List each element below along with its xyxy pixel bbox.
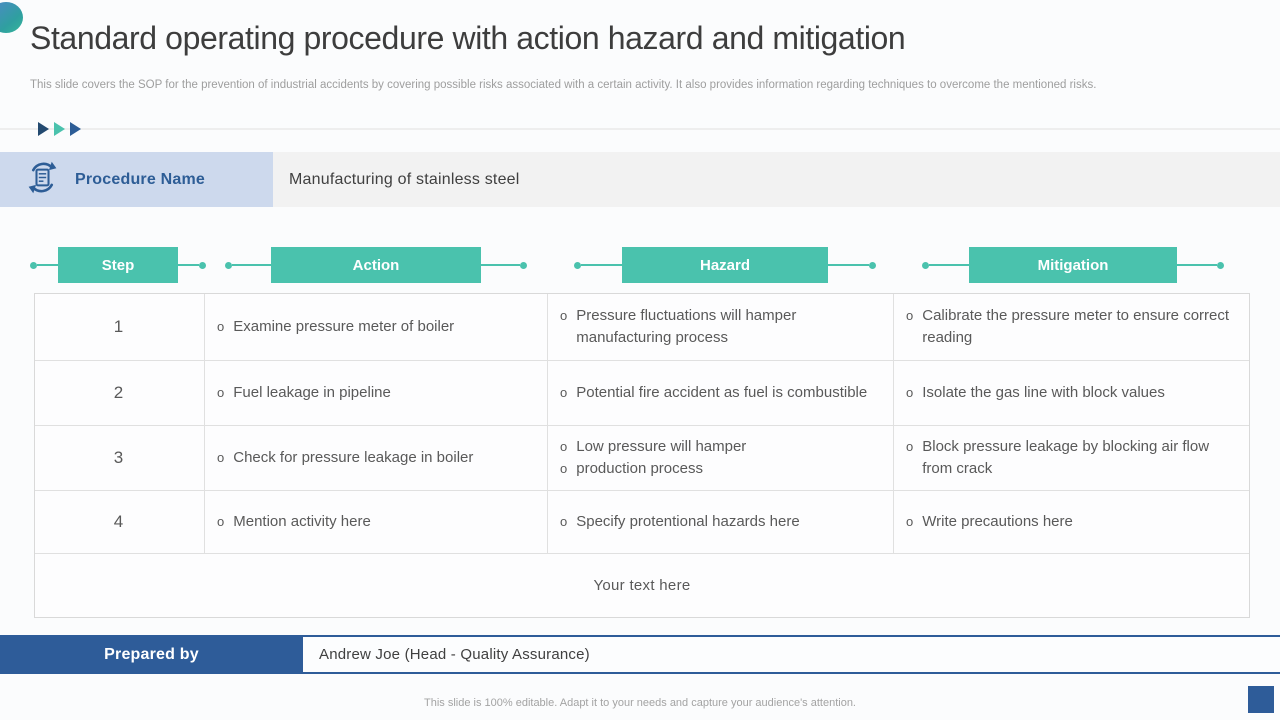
bullet-icon: o bbox=[560, 461, 568, 476]
step-cell: 4 bbox=[35, 491, 205, 553]
action-cell: o Check for pressure leakage in boiler bbox=[205, 426, 548, 490]
column-header-action: Action bbox=[225, 247, 527, 283]
prepared-by-bar: Prepared by Andrew Joe (Head - Quality A… bbox=[0, 635, 1280, 674]
title-accent-circle bbox=[0, 2, 23, 33]
table-row: 4 o Mention activity here o Specify proten… bbox=[35, 491, 1249, 554]
cell-text: Specify protentional hazards here bbox=[576, 512, 800, 530]
hazard-cell: o Low pressure will hamper o production pro… bbox=[548, 426, 894, 490]
step-cell: 1 bbox=[35, 294, 205, 360]
arrow-decoration bbox=[38, 122, 81, 136]
step-cell: 2 bbox=[35, 361, 205, 425]
document-cycle-icon bbox=[24, 159, 61, 201]
action-cell: o Examine pressure meter of boiler bbox=[205, 294, 548, 360]
column-header-mitigation: Mitigation bbox=[922, 247, 1224, 283]
arrow-right-icon bbox=[54, 122, 65, 136]
bullet-icon: o bbox=[906, 384, 914, 400]
bullet-icon: o bbox=[906, 438, 914, 454]
bullet-icon: o bbox=[560, 384, 568, 400]
bullet-icon: o bbox=[217, 449, 225, 465]
table-row: 2 o Fuel leakage in pipeline o Potential f… bbox=[35, 361, 1249, 426]
slide-footer-note: This slide is 100% editable. Adapt it to… bbox=[424, 697, 856, 709]
connector-dot bbox=[1217, 261, 1224, 269]
bullet-icon: o bbox=[560, 513, 568, 529]
bullet-icon: o bbox=[217, 513, 225, 529]
connector-line bbox=[232, 264, 271, 266]
column-header-step: Step bbox=[30, 247, 206, 283]
connector-line bbox=[1177, 264, 1217, 266]
procedure-name-label: Procedure Name bbox=[75, 170, 205, 188]
cell-text: Calibrate the pressure meter to ensure c… bbox=[922, 306, 1230, 347]
header-box-hazard: Hazard bbox=[622, 247, 828, 283]
connector-line bbox=[481, 264, 520, 266]
connector-dot bbox=[869, 261, 876, 269]
header-box-step: Step bbox=[58, 247, 178, 283]
action-cell: o Mention activity here bbox=[205, 491, 548, 553]
cell-text: production process bbox=[576, 460, 703, 477]
prepared-by-value: Andrew Joe (Head - Quality Assurance) bbox=[303, 635, 1280, 674]
header-box-action: Action bbox=[271, 247, 481, 283]
cell-text: Isolate the gas line with block values bbox=[922, 383, 1165, 401]
mitigation-cell: o Calibrate the pressure meter to ensure … bbox=[894, 294, 1249, 360]
connector-line bbox=[581, 264, 622, 266]
page-title: Standard operating procedure with action… bbox=[30, 20, 906, 56]
arrow-right-icon bbox=[70, 122, 81, 136]
prepared-by-label: Prepared by bbox=[0, 635, 303, 674]
bullet-icon: o bbox=[217, 318, 225, 334]
bullet-icon: o bbox=[560, 307, 568, 323]
step-cell: 3 bbox=[35, 426, 205, 490]
hazard-cell: o Potential fire accident as fuel is comb… bbox=[548, 361, 894, 425]
bullet-icon: o bbox=[560, 438, 568, 454]
cell-text: Low pressure will hamper bbox=[576, 437, 747, 455]
action-cell: o Fuel leakage in pipeline bbox=[205, 361, 548, 425]
connector-line bbox=[929, 264, 969, 266]
table-footer-cell: Your text here bbox=[593, 577, 691, 594]
hazard-cell: o Pressure fluctuations will hamper manuf… bbox=[548, 294, 894, 360]
cell-text: Check for pressure leakage in boiler bbox=[233, 448, 474, 466]
connector-dot bbox=[574, 261, 581, 269]
procedure-name-bar: Procedure Name Manufacturing of stainles… bbox=[0, 152, 1280, 207]
cell-text: Mention activity here bbox=[233, 512, 371, 530]
cell-text: Write precautions here bbox=[922, 512, 1073, 530]
cell-text: Potential fire accident as fuel is combu… bbox=[576, 383, 868, 401]
procedure-name-value: Manufacturing of stainless steel bbox=[273, 152, 1280, 207]
connector-dot bbox=[30, 261, 37, 269]
connector-line bbox=[828, 264, 869, 266]
mitigation-cell: o Isolate the gas line with block values bbox=[894, 361, 1249, 425]
connector-line bbox=[37, 264, 58, 266]
bullet-icon: o bbox=[906, 307, 914, 323]
cell-text: Examine pressure meter of boiler bbox=[233, 317, 455, 335]
procedure-name-label-box: Procedure Name bbox=[0, 152, 273, 207]
mitigation-cell: o Write precautions here bbox=[894, 491, 1249, 553]
cell-text: Pressure fluctuations will hamper manufa… bbox=[576, 306, 797, 347]
connector-line bbox=[178, 264, 199, 266]
cell-text: Block pressure leakage by blocking air f… bbox=[922, 437, 1210, 478]
connector-dot bbox=[922, 261, 929, 269]
page-subtitle: This slide covers the SOP for the preven… bbox=[30, 79, 1097, 91]
divider-line bbox=[0, 128, 1280, 130]
header-box-mitigation: Mitigation bbox=[969, 247, 1177, 283]
cell-text: Fuel leakage in pipeline bbox=[233, 383, 391, 401]
bullet-icon: o bbox=[906, 513, 914, 529]
column-header-hazard: Hazard bbox=[574, 247, 876, 283]
corner-accent-square bbox=[1248, 686, 1274, 713]
connector-dot bbox=[199, 261, 206, 269]
bullet-icon: o bbox=[217, 384, 225, 400]
connector-dot bbox=[520, 261, 527, 269]
connector-dot bbox=[225, 261, 232, 269]
arrow-right-icon bbox=[38, 122, 49, 136]
mitigation-cell: o Block pressure leakage by blocking air … bbox=[894, 426, 1249, 490]
hazard-cell: o Specify protentional hazards here bbox=[548, 491, 894, 553]
